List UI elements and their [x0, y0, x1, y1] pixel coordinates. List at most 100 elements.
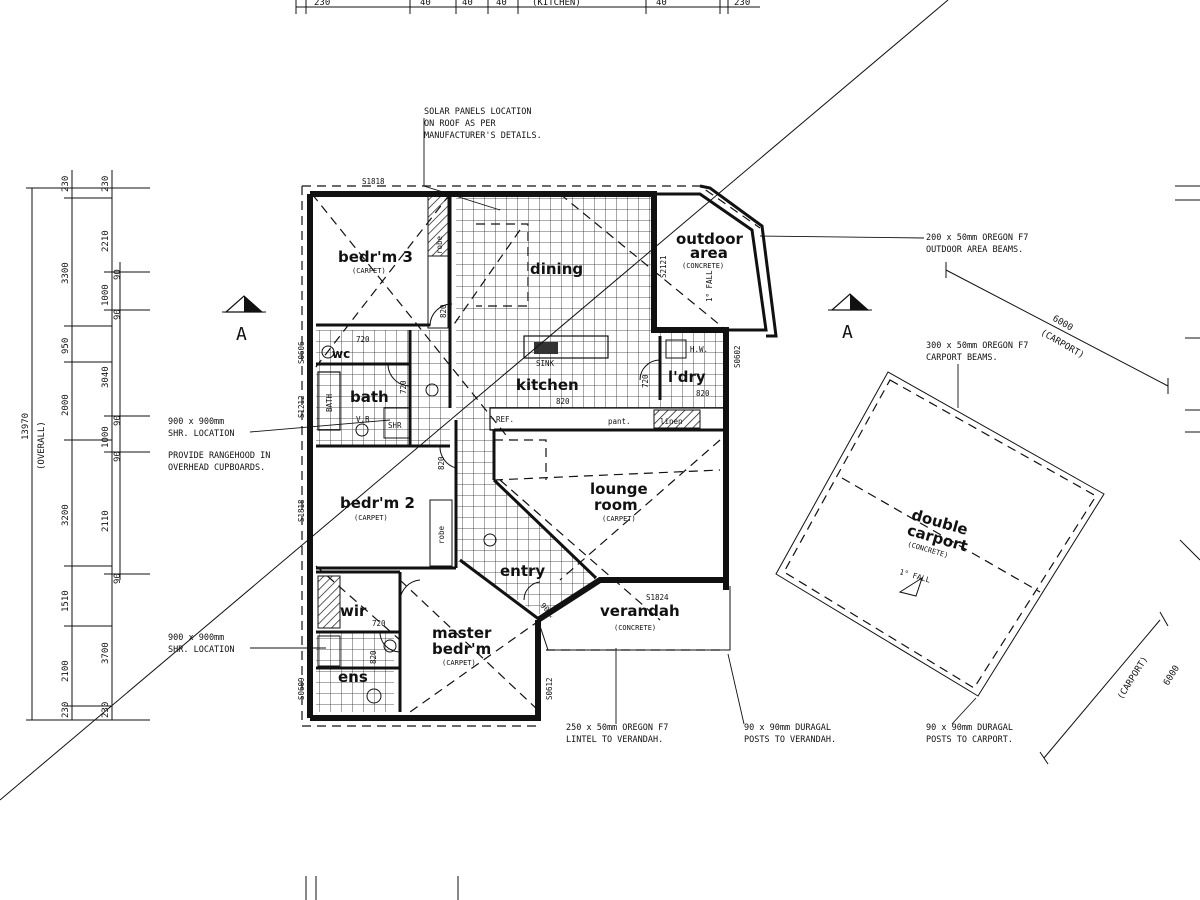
section-marker-left: A [222, 295, 266, 345]
window-laundry: S0602 [733, 345, 742, 368]
outdoor-material: (CONCRETE) [682, 262, 724, 270]
door-820-4: 820 [696, 389, 710, 398]
door-820-5: 820 [369, 650, 378, 664]
note-solar-1: SOLAR PANELS LOCATION [424, 107, 531, 117]
overall-dim-sub: (OVERALL) [37, 421, 47, 470]
outdoor-label-2: area [690, 244, 728, 262]
note-lintel-1: 250 x 50mm OREGON F7 [566, 723, 668, 733]
top-dim-5: 40 [656, 0, 667, 8]
dim-col2-0: 230 [101, 176, 111, 192]
dim-col3-1: 90 [113, 309, 123, 320]
dim-col2-6: 3700 [101, 642, 111, 664]
dim-col2-2: 1000 [101, 284, 111, 306]
bath-fixture-label: BATH [325, 393, 334, 412]
section-label-right: A [842, 322, 853, 343]
note-shower-1-1: 900 x 900mm [168, 417, 224, 427]
roof-lines [311, 193, 727, 713]
top-strip: 230 40 40 40 40 230 (KITCHEN) [295, 0, 760, 14]
dim-col2-5: 2110 [101, 510, 111, 532]
lounge-material: (CARPET) [602, 515, 636, 523]
dim-col1-7: 230 [61, 702, 71, 718]
note-outdoor-beams-2: OUTDOOR AREA BEAMS. [926, 245, 1023, 255]
master-material: (CARPET) [442, 659, 476, 667]
top-dim-3: 40 [462, 0, 473, 8]
dim-col1-6: 2100 [61, 660, 71, 682]
window-verandah: S1824 [646, 593, 669, 602]
bedroom3-material: (CARPET) [352, 267, 386, 275]
window-left-4: S0609 [297, 677, 306, 700]
top-dim-6: 230 [734, 0, 750, 8]
door-720-4: 720 [641, 374, 650, 388]
robe-label-2: robe [437, 525, 446, 544]
dim-col1-5: 1510 [61, 590, 71, 612]
section-marker-right: A [828, 293, 872, 343]
door-720-2: 720 [399, 380, 408, 394]
carport-dim-right: 6000 [1162, 664, 1182, 688]
dim-col2-3: 3040 [101, 366, 111, 388]
note-carport-beams-1: 300 x 50mm OREGON F7 [926, 341, 1028, 351]
outdoor-fall: 1° FALL [705, 270, 714, 302]
window-left-2: S1212 [297, 395, 306, 418]
ens-label: ens [338, 668, 368, 686]
door-820-3: 820 [556, 397, 570, 406]
dim-col1-1: 3300 [61, 262, 71, 284]
note-carport-beams-2: CARPORT BEAMS. [926, 353, 998, 363]
pantry-label: pant. [608, 417, 631, 426]
sink-label: SINK [536, 359, 555, 368]
top-dim-2: 40 [420, 0, 431, 8]
shr-label: SHR [388, 421, 402, 430]
dim-col2-4: 1000 [101, 426, 111, 448]
external-walls [301, 184, 778, 727]
hw-label: H.W. [690, 345, 708, 354]
note-rangehood-2: OVERHEAD CUPBOARDS. [168, 463, 265, 473]
right-edge-marks [1175, 185, 1200, 561]
dim-col2-7: 230 [101, 702, 111, 718]
door-820-2: 820 [437, 456, 446, 470]
dim-col3-4: 90 [113, 573, 123, 584]
carport-dim-top-sub: (CARPORT) [1039, 328, 1086, 361]
room-labels: bedr'm 3 (CARPET) dining outdoor area (C… [325, 230, 970, 686]
vb-label: V.B [356, 415, 370, 424]
lounge-label-2: room [594, 496, 638, 514]
note-shower-1-2: SHR. LOCATION [168, 429, 235, 439]
dim-col3-3: 90 [113, 451, 123, 462]
dim-col3-0: 90 [113, 269, 123, 280]
entry-label: entry [500, 562, 545, 580]
dim-col1-4: 3200 [61, 504, 71, 526]
top-strip-label: (KITCHEN) [532, 0, 581, 8]
note-posts-verandah-2: POSTS TO VERANDAH. [744, 735, 836, 745]
master-label-1: master [432, 624, 492, 642]
section-label-left: A [236, 324, 247, 345]
dim-col1-0: 230 [61, 176, 71, 192]
bedroom2-label: bedr'm 2 [340, 494, 415, 512]
bottom-strip [305, 876, 459, 900]
window-left-3: S1818 [297, 499, 306, 522]
door-720-3: 720 [372, 619, 386, 628]
bedroom2-material: (CARPET) [354, 514, 388, 522]
note-solar-3: MANUFACTURER'S DETAILS. [424, 131, 542, 141]
bedroom3-label: bedr'm 3 [338, 248, 413, 266]
note-solar-2: ON ROOF AS PER [424, 119, 497, 129]
note-posts-carport-2: POSTS TO CARPORT. [926, 735, 1013, 745]
carport-dim-right-sub: (CARPORT) [1116, 655, 1150, 702]
carport [0, 0, 1169, 801]
lounge-label-1: lounge [590, 480, 648, 498]
dim-col1-3: 2000 [61, 394, 71, 416]
note-rangehood-1: PROVIDE RANGEHOOD IN [168, 451, 270, 461]
verandah-material: (CONCRETE) [614, 624, 656, 632]
window-outdoor: S2121 [659, 255, 668, 278]
window-left-1: S0606 [297, 341, 306, 364]
overall-dim: 13970 [21, 413, 31, 440]
robe-label-1: robe [435, 235, 444, 254]
verandah-label: verandah [600, 602, 680, 620]
door-820-1: 820 [439, 304, 448, 318]
linen-label: linen [660, 417, 683, 426]
dim-col2-1: 2210 [101, 230, 111, 252]
wc-label: wc [332, 347, 350, 361]
top-dim-1: 230 [314, 0, 330, 8]
ref-label: REF. [496, 415, 514, 424]
window-master: S0612 [545, 677, 554, 700]
wir-label: wir [340, 602, 367, 620]
tiled-areas [316, 196, 726, 712]
